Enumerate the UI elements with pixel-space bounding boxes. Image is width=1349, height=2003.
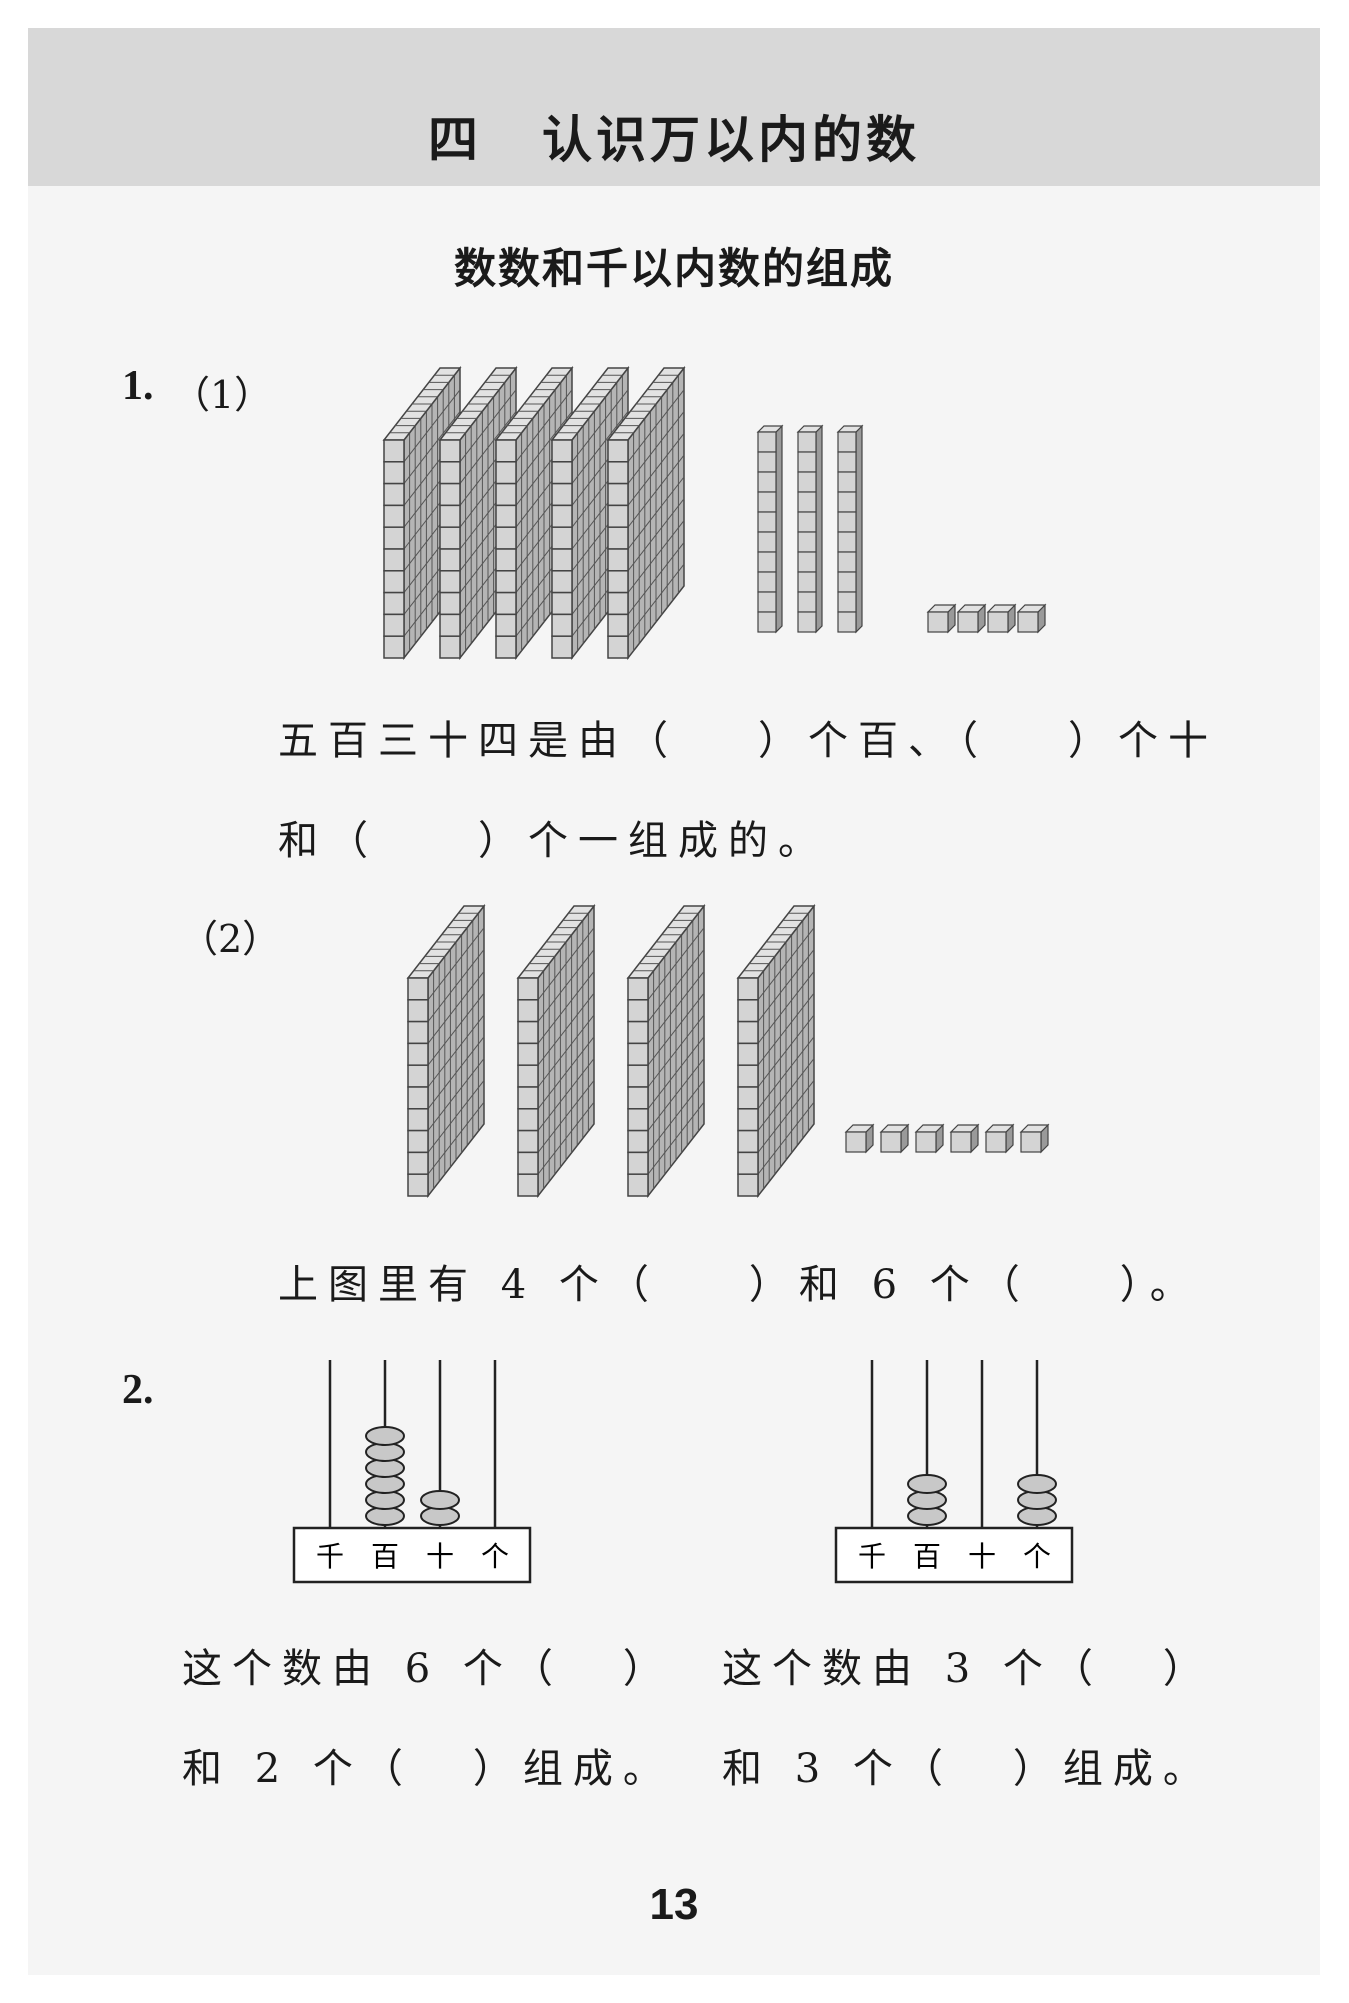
unit-cube [844, 1123, 875, 1154]
abacus-label-box [292, 1526, 532, 1584]
abacus-place-label: 百 [913, 1540, 941, 1573]
page-number: 13 [649, 1880, 699, 1929]
question-1-part-1-label: （1） [172, 373, 273, 417]
ten-rod [836, 424, 864, 634]
q2-left-sentence-line2: 和 2 个（ ）组成。 [182, 1736, 673, 1794]
q2l-text-d: ）组成。 [472, 1746, 673, 1792]
abacus-place-label: 千 [316, 1540, 344, 1573]
section-title: 数数和千以内数的组成 [453, 244, 894, 293]
question-2-number: 2. [122, 1367, 154, 1413]
unit-cube [914, 1123, 945, 1154]
q1p2-text-c: ）。 [1119, 1262, 1200, 1308]
chapter-heading: 四 认识万以内的数 [28, 100, 1320, 172]
unit-cube [879, 1123, 910, 1154]
abacus-bead [365, 1426, 405, 1446]
abacus-place-label: 十 [968, 1540, 996, 1573]
unit-cube [949, 1123, 980, 1154]
abacus-bead [907, 1474, 947, 1494]
q1p1-text-b: ）个百、（ [758, 718, 988, 764]
abacus-place-label: 个 [1023, 1540, 1051, 1573]
chapter-number: 四 [428, 111, 482, 169]
ten-rod [796, 424, 824, 634]
unit-cube [986, 603, 1017, 634]
q2r-text-d: ）组成。 [1012, 1746, 1213, 1792]
abacus-bead [420, 1490, 460, 1510]
question-1-part-2-label: （2） [180, 917, 281, 961]
q1-part1-sentence-line1: 五百三十四是由（ ）个百、（ ）个十 [278, 708, 1218, 766]
q1p1-text-a: 五百三十四是由（ [278, 718, 678, 764]
q2l-text-b: ） [622, 1646, 673, 1692]
chapter-banner [28, 28, 1320, 186]
q2l-text-c: 和 2 个（ [182, 1746, 413, 1792]
q2-right-sentence-line1: 这个数由 3 个（ ） [722, 1636, 1213, 1694]
abacus-place-label: 十 [426, 1540, 454, 1573]
hundred-flat [406, 903, 486, 1199]
unit-cube [956, 603, 987, 634]
q1-part2-sentence: 上图里有 4 个（ ）和 6 个（ ）。 [278, 1252, 1200, 1310]
hundred-flat [736, 903, 816, 1199]
unit-cube [926, 603, 957, 634]
q1p1-text-d: 和（ [278, 818, 378, 864]
q2l-text-a: 这个数由 6 个（ [182, 1646, 563, 1692]
q2r-text-c: 和 3 个（ [722, 1746, 953, 1792]
hundred-flat [606, 365, 686, 661]
q2-right-sentence-line2: 和 3 个（ ）组成。 [722, 1736, 1213, 1794]
hundred-flat [516, 903, 596, 1199]
abacus-bead [1017, 1474, 1057, 1494]
q2r-text-b: ） [1162, 1646, 1213, 1692]
abacus-place-label: 百 [371, 1540, 399, 1573]
abacus-place-label: 个 [481, 1540, 509, 1573]
abacus-label-box [834, 1526, 1074, 1584]
q2r-text-a: 这个数由 3 个（ [722, 1646, 1103, 1692]
chapter-title: 认识万以内的数 [542, 111, 920, 169]
abacus-place-label: 千 [858, 1540, 886, 1573]
q2-left-sentence-line1: 这个数由 6 个（ ） [182, 1636, 673, 1694]
ten-rod [756, 424, 784, 634]
unit-cube [1016, 603, 1047, 634]
q1p2-text-a: 上图里有 4 个（ [278, 1262, 659, 1308]
q1-part1-sentence-line2: 和（ ）个一组成的。 [278, 808, 828, 866]
q1p1-text-c: ）个十 [1068, 718, 1218, 764]
question-1-number: 1. [122, 363, 154, 409]
unit-cube [984, 1123, 1015, 1154]
q1p2-text-b: ）和 6 个（ [748, 1262, 1030, 1308]
hundred-flat [626, 903, 706, 1199]
unit-cube [1019, 1123, 1050, 1154]
q1p1-text-e: ）个一组成的。 [478, 818, 828, 864]
